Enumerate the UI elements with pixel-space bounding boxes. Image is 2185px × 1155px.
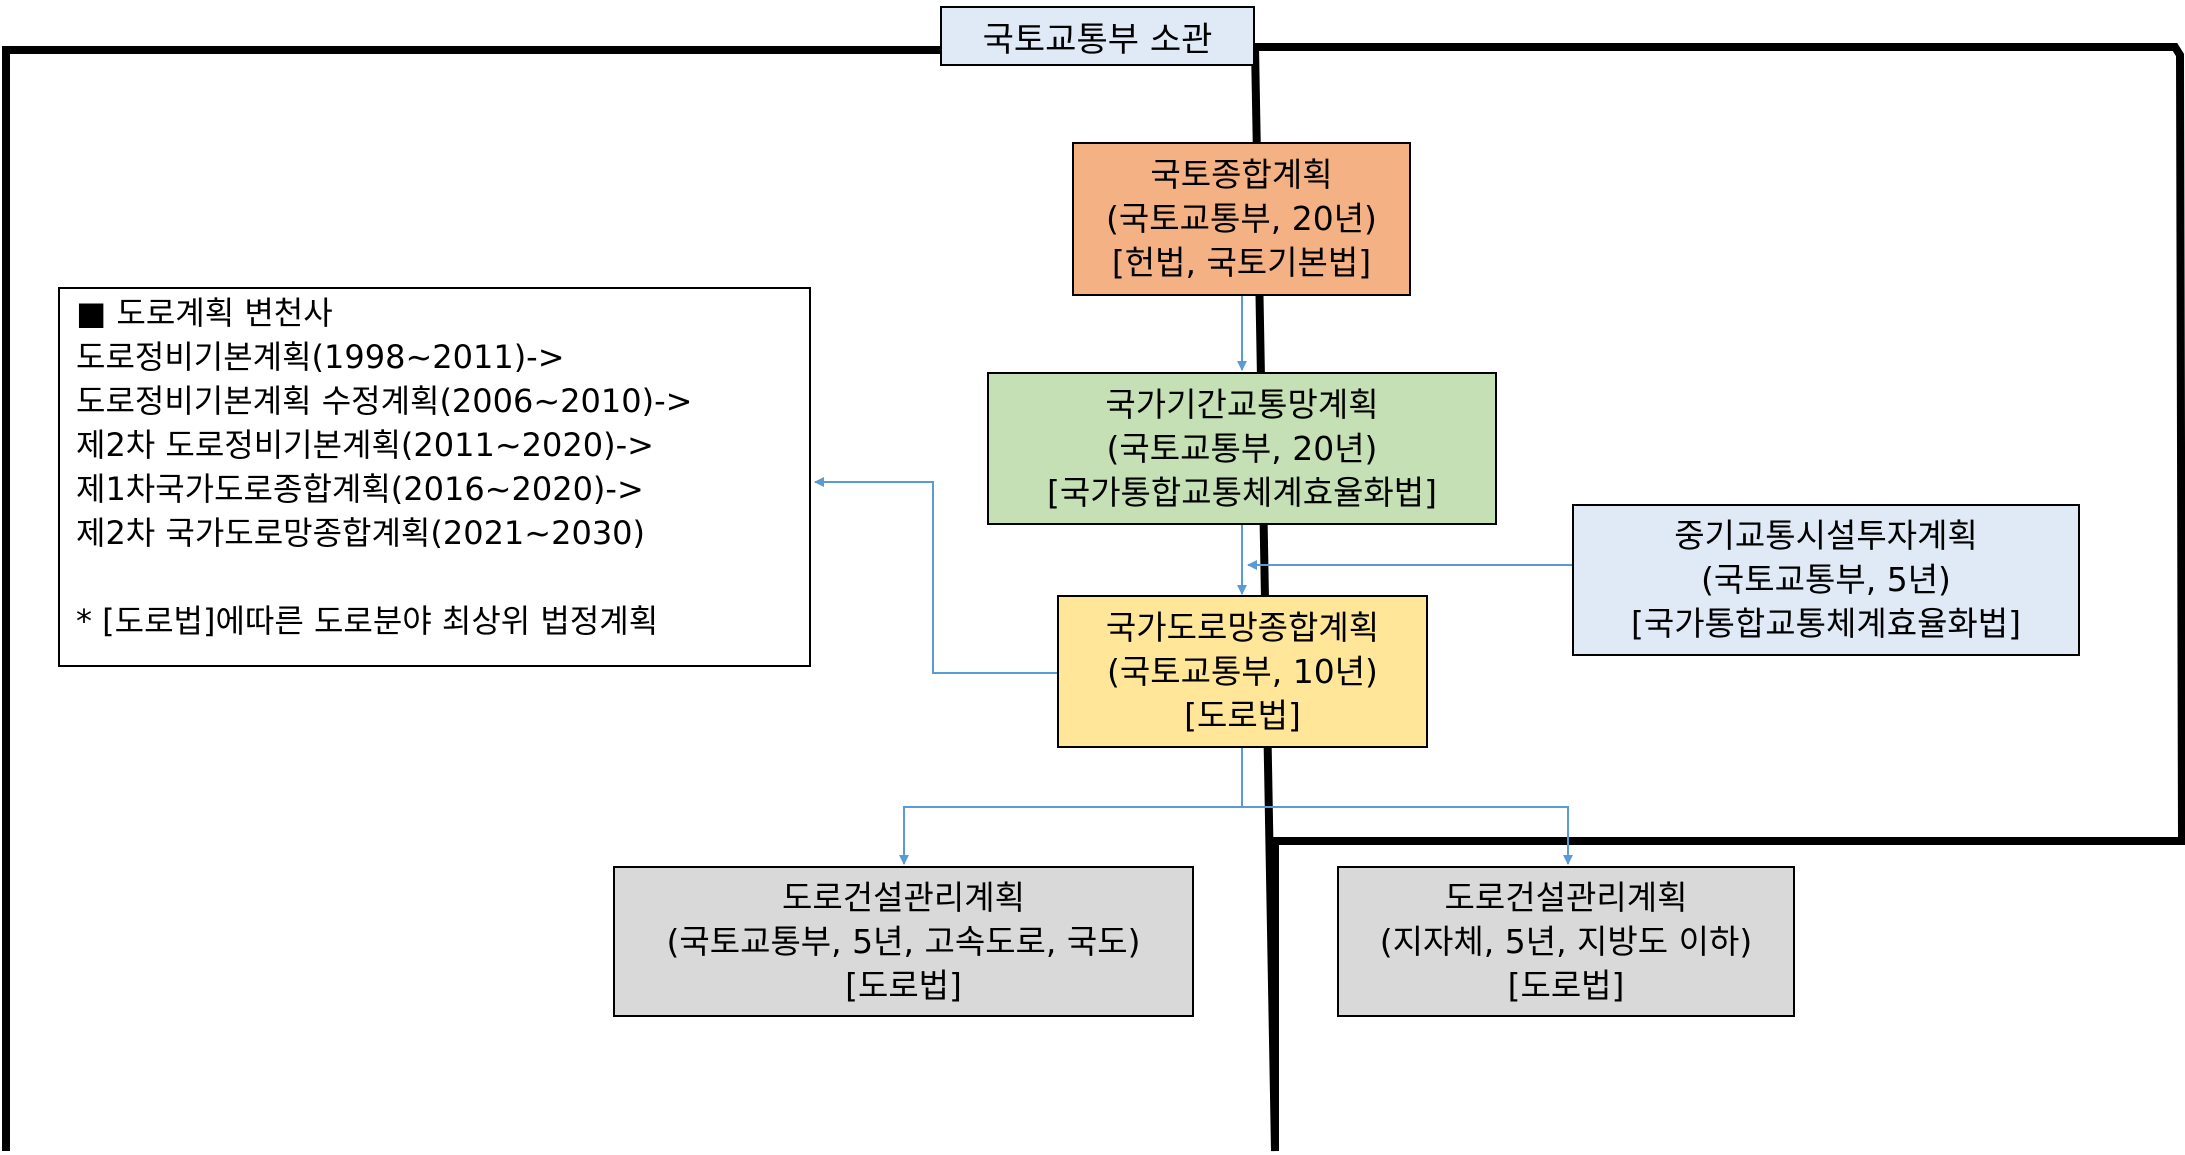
node-title: 도로건설관리계획 <box>1444 877 1688 917</box>
node-law: [도로법] <box>845 965 962 1005</box>
node-title: 중기교통시설투자계획 <box>1674 516 1978 555</box>
node-agency: (지자체, 5년, 지방도 이하) <box>1379 921 1753 961</box>
node-agency: (국토교통부, 5년, 고속도로, 국도) <box>666 921 1141 961</box>
node-agency: (국토교통부, 10년) <box>1107 651 1378 691</box>
node-title: 도로건설관리계획 <box>782 877 1025 917</box>
history-line: 도로정비기본계획 수정계획(2006~2010)-> <box>76 382 693 420</box>
node-national-plan: 국토종합계획 (국토교통부, 20년) [헌법, 국토기본법] <box>1072 142 1411 296</box>
node-law: [국가통합교통체계효율화법] <box>1630 604 2022 643</box>
node-midterm-plan: 중기교통시설투자계획 (국토교통부, 5년) [국가통합교통체계효율화법] <box>1572 504 2080 656</box>
node-agency: (국토교통부, 5년) <box>1701 560 1951 599</box>
history-line: 도로정비기본계획(1998~2011)-> <box>76 338 565 376</box>
history-line <box>76 555 793 599</box>
history-line: 제2차 도로정비기본계획(2011~2020)-> <box>76 426 654 464</box>
node-backbone-plan: 국가기간교통망계획 (국토교통부, 20년) [국가통합교통체계효율화법] <box>987 372 1497 525</box>
node-road-network-plan: 국가도로망종합계획 (국토교통부, 10년) [도로법] <box>1057 595 1428 748</box>
node-law: [헌법, 국토기본법] <box>1111 243 1372 282</box>
node-mgmt-national: 도로건설관리계획 (국토교통부, 5년, 고속도로, 국도) [도로법] <box>613 866 1194 1017</box>
node-agency: (국토교통부, 20년) <box>1106 428 1378 468</box>
node-mgmt-local: 도로건설관리계획 (지자체, 5년, 지방도 이하) [도로법] <box>1337 866 1795 1017</box>
region-title: 국토교통부 소관 <box>940 6 1255 66</box>
connector-to-mgmt-national <box>899 806 1242 865</box>
node-title: 국가도로망종합계획 <box>1105 607 1380 647</box>
node-title: 국가기간교통망계획 <box>1105 384 1379 424</box>
history-heading: ■ 도로계획 변천사 <box>76 294 333 332</box>
node-title: 국토종합계획 <box>1150 155 1333 194</box>
node-agency: (국토교통부, 20년) <box>1106 199 1377 238</box>
node-law: [국가통합교통체계효율화법] <box>1046 472 1438 512</box>
connector-to-mgmt-local <box>1242 806 1573 865</box>
node-law: [도로법] <box>1184 695 1301 735</box>
node-law: [도로법] <box>1507 965 1625 1005</box>
history-line: 제2차 국가도로망종합계획(2021~2030) <box>76 514 646 552</box>
connector-road-to-history <box>814 477 1057 674</box>
history-panel: ■ 도로계획 변천사 도로정비기본계획(1998~2011)-> 도로정비기본계… <box>58 287 811 667</box>
history-line: 제1차국가도로종합계획(2016~2020)-> <box>76 470 644 508</box>
history-note: * [도로법]에따른 도로분야 최상위 법정계획 <box>76 602 659 640</box>
region-outline <box>2 43 2185 1152</box>
